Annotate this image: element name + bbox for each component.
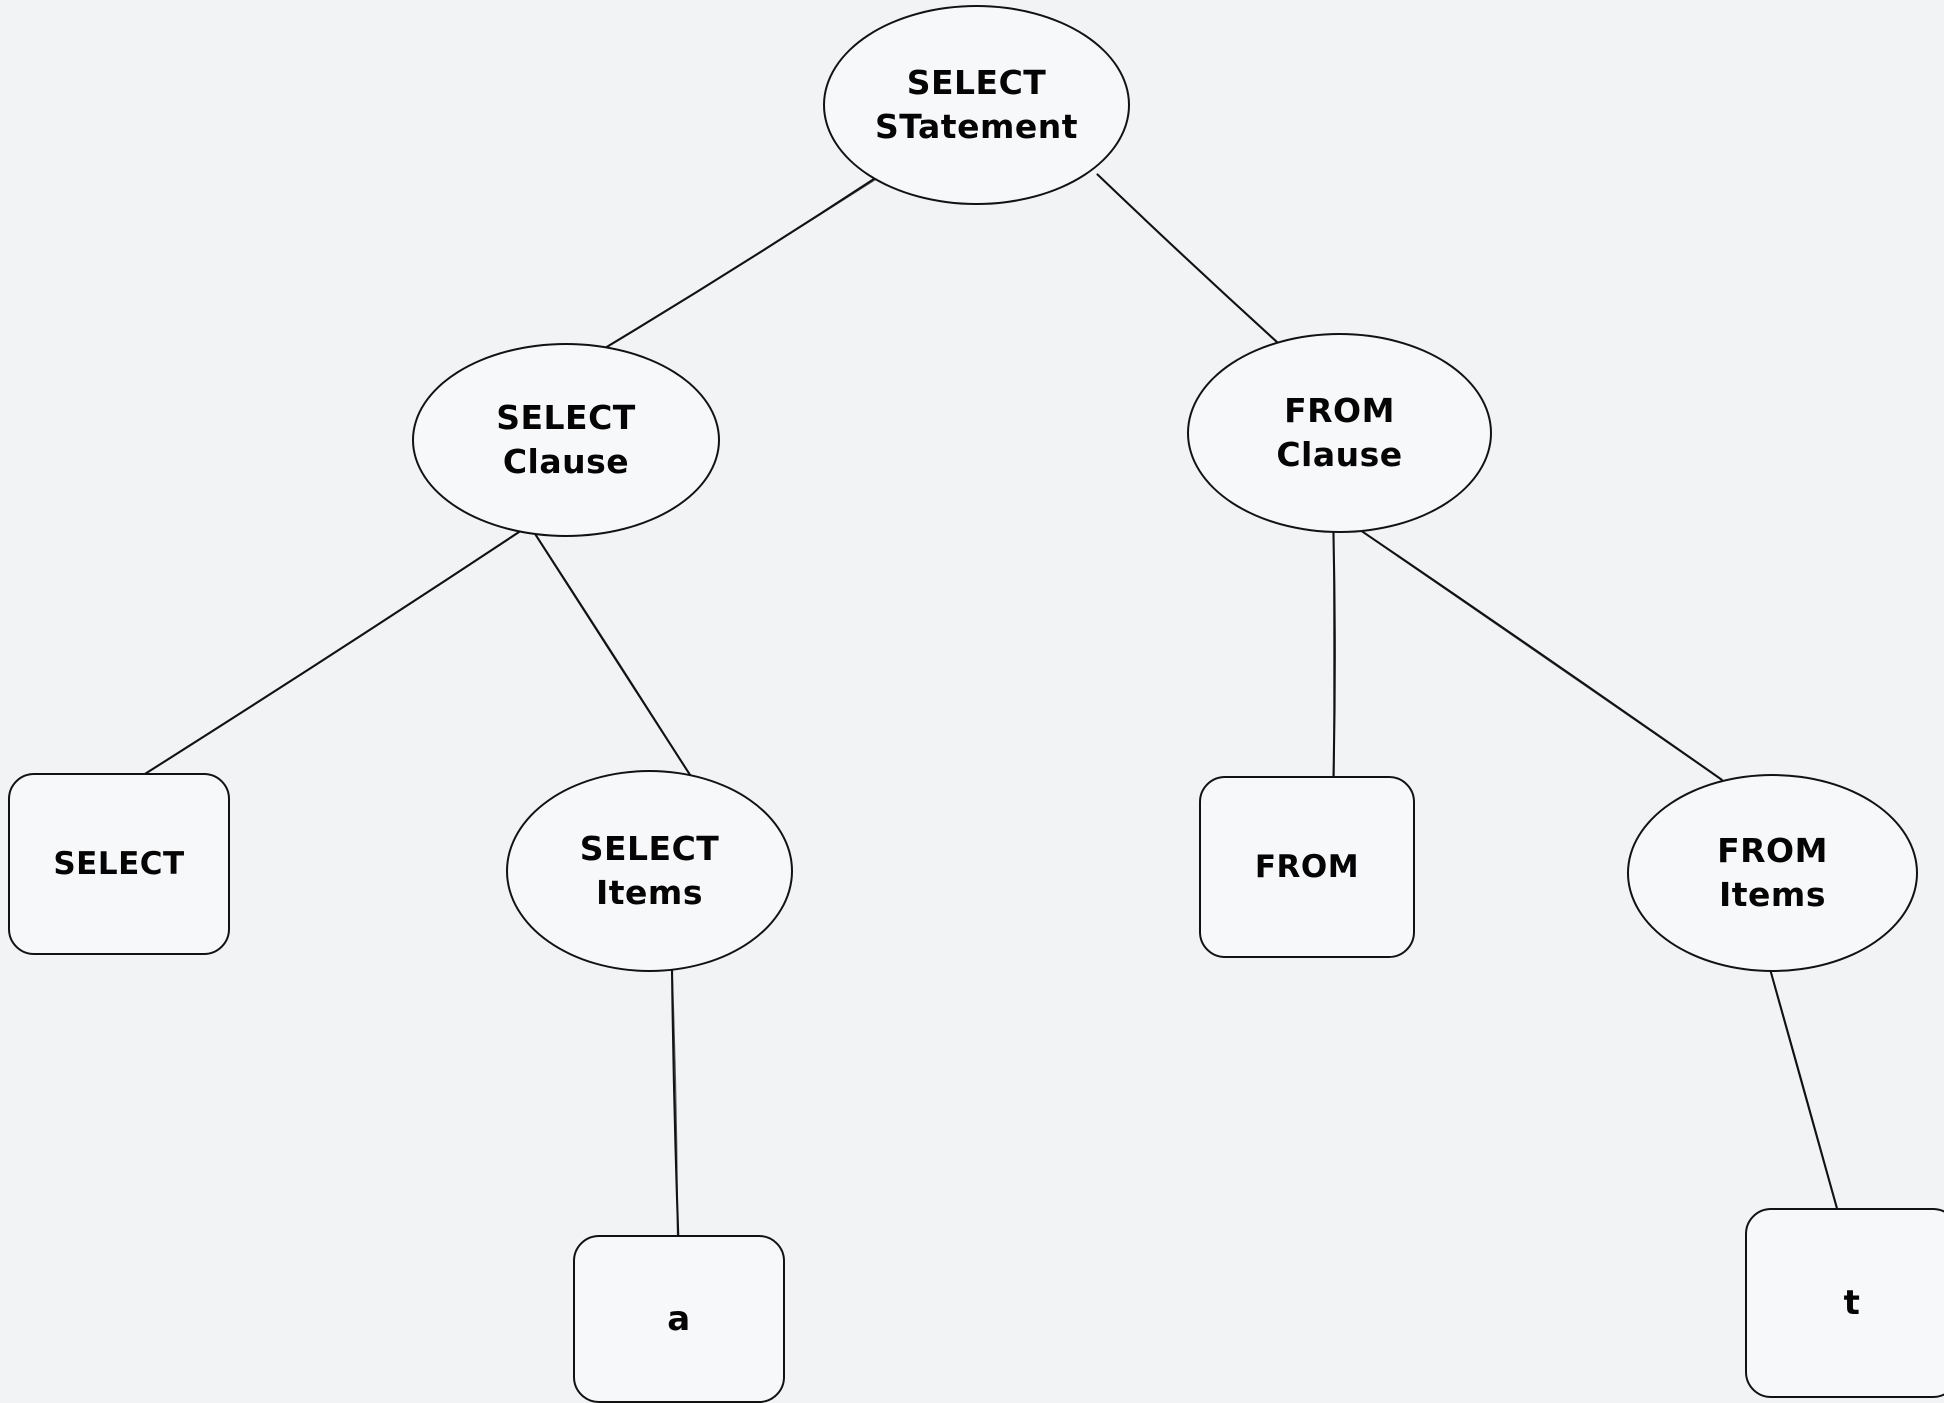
node-select-terminal[interactable]: SELECT [8, 773, 230, 955]
node-label-from-clause: FROM Clause [1276, 389, 1402, 476]
edge-root-to-from_clause [1098, 175, 1289, 353]
edge-root-to-select_clause [600, 178, 878, 351]
node-column-a[interactable]: a [573, 1235, 785, 1403]
edge-select_items-to-column_a [672, 968, 678, 1238]
node-from-terminal[interactable]: FROM [1199, 776, 1415, 958]
node-label-select-statement: SELECT STatement [875, 61, 1078, 148]
edge-select_clause-to-select_terminal [142, 530, 521, 776]
edge-select_items-to-column_a [672, 968, 677, 1237]
node-from-clause[interactable]: FROM Clause [1187, 333, 1492, 533]
node-label-column-a: a [667, 1297, 690, 1342]
node-from-items[interactable]: FROM Items [1627, 774, 1918, 972]
edge-select_clause-to-select_items [534, 532, 691, 777]
edge-from_items-to-table_t [1770, 968, 1838, 1212]
node-select-items[interactable]: SELECT Items [506, 770, 793, 972]
node-label-select-terminal: SELECT [53, 844, 184, 885]
node-select-statement[interactable]: SELECT STatement [823, 5, 1130, 205]
node-label-from-terminal: FROM [1255, 847, 1359, 888]
node-table-t[interactable]: t [1745, 1208, 1944, 1398]
edge-from_clause-to-from_items [1360, 530, 1722, 780]
edge-from_clause-to-from_terminal [1333, 531, 1334, 777]
node-label-select-clause: SELECT Clause [496, 396, 636, 483]
edge-from_clause-to-from_items [1360, 530, 1722, 780]
edge-root-to-from_clause [1099, 176, 1289, 353]
node-label-select-items: SELECT Items [580, 827, 720, 914]
edge-select_clause-to-select_terminal [142, 530, 522, 775]
node-label-table-t: t [1844, 1281, 1861, 1326]
node-label-from-items: FROM Items [1717, 829, 1828, 916]
edge-from_items-to-table_t [1770, 968, 1838, 1212]
node-select-clause[interactable]: SELECT Clause [412, 343, 720, 537]
edge-select_clause-to-select_items [534, 532, 693, 779]
edge-root-to-select_clause [599, 177, 876, 351]
